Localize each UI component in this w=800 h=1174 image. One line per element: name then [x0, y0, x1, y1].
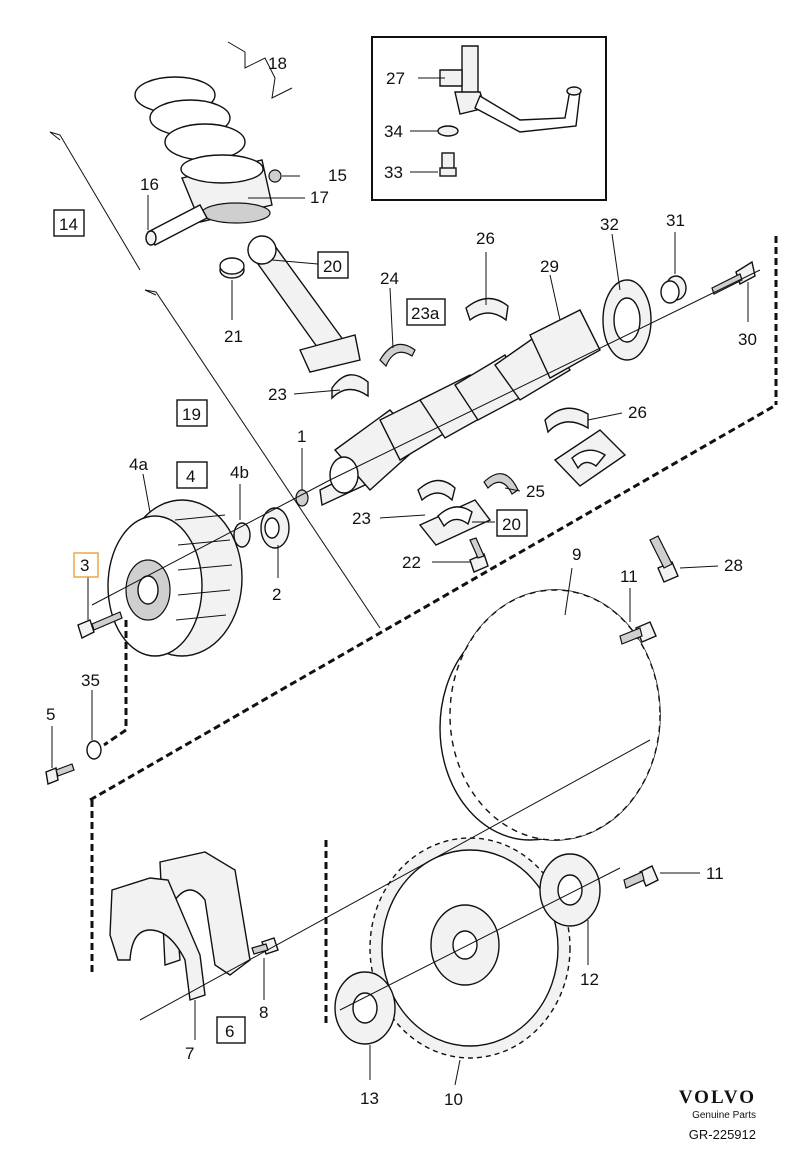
- box-6: [216, 1016, 246, 1044]
- label-16: 16: [140, 175, 159, 194]
- flywheel-9[interactable]: [439, 589, 661, 841]
- box-19: [176, 399, 208, 427]
- label-24: 24: [380, 269, 399, 288]
- crankshaft-29[interactable]: [319, 309, 601, 507]
- piston-pin-16[interactable]: [145, 204, 208, 246]
- label-1: 1: [297, 427, 306, 446]
- label-11-upper: 11: [620, 567, 638, 586]
- label-12: 12: [580, 970, 599, 989]
- box-14: [53, 209, 85, 237]
- thrust-washer-24[interactable]: [379, 343, 416, 368]
- leader-lines: [49, 41, 761, 1086]
- bolt-30[interactable]: [711, 260, 756, 295]
- label-30: 30: [738, 330, 757, 349]
- label-26-upper: 26: [476, 229, 495, 248]
- box-20-upper: [317, 251, 349, 279]
- label-31: 31: [666, 211, 685, 230]
- rear-cover-7[interactable]: [109, 851, 251, 1001]
- label-20-upper: 20: [323, 257, 342, 276]
- label-6: 6: [225, 1022, 234, 1041]
- piston-rings-18[interactable]: [134, 76, 246, 161]
- label-11-lower: 11: [706, 864, 724, 883]
- bearing-cap-20[interactable]: [418, 499, 492, 546]
- oil-jet-part[interactable]: [439, 45, 582, 133]
- washer-35[interactable]: [86, 740, 102, 760]
- label-23-upper: 23: [268, 385, 287, 404]
- piston-17[interactable]: [180, 154, 273, 224]
- bearing-cap-26[interactable]: [553, 429, 627, 487]
- washer-4b[interactable]: [233, 522, 251, 548]
- label-23a: 23a: [411, 304, 440, 323]
- label-20-lower: 20: [502, 515, 521, 534]
- bearing-shell-23-upper[interactable]: [331, 374, 369, 400]
- bolt-5[interactable]: [45, 763, 75, 785]
- bearing-shell-26-lower[interactable]: [544, 407, 589, 434]
- box-3: [73, 552, 99, 578]
- label-25: 25: [526, 482, 545, 501]
- label-7: 7: [185, 1044, 194, 1063]
- bolt-11-upper[interactable]: [619, 621, 657, 645]
- label-13: 13: [360, 1089, 379, 1108]
- bolt-33[interactable]: [439, 152, 457, 177]
- pulley-bolt-3[interactable]: [77, 611, 123, 639]
- bolt-22[interactable]: [469, 537, 489, 573]
- brand-subtitle: Genuine Parts: [692, 1110, 756, 1121]
- bolt-28[interactable]: [649, 535, 679, 583]
- label-17: 17: [310, 188, 329, 207]
- volvo-logo: VOLVO: [678, 1087, 756, 1108]
- label-5: 5: [46, 705, 55, 724]
- label-23-lower: 23: [352, 509, 371, 528]
- label-27: 27: [386, 69, 405, 88]
- label-19: 19: [182, 405, 201, 424]
- label-4a: 4a: [129, 455, 148, 474]
- connecting-rod-20[interactable]: [246, 235, 361, 373]
- label-14: 14: [59, 215, 78, 234]
- diagram-reference: GR-225912: [688, 1127, 756, 1142]
- crankshaft-pulley-4a[interactable]: [107, 499, 243, 657]
- label-18: 18: [268, 54, 287, 73]
- label-10: 10: [444, 1090, 463, 1109]
- label-8: 8: [259, 1003, 268, 1022]
- dashed-frame-lines: [89, 236, 778, 1025]
- label-33: 33: [384, 163, 403, 182]
- brand-block: VOLVO Genuine Parts GR-225912: [679, 1087, 756, 1142]
- oil-jet-inset-frame: [371, 36, 607, 201]
- box-23a: [406, 298, 446, 326]
- box-20-lower: [496, 509, 528, 537]
- rear-seal-flange-32[interactable]: [602, 279, 652, 361]
- label-35: 35: [81, 671, 100, 690]
- plate-12[interactable]: [539, 853, 601, 927]
- washer-34[interactable]: [437, 125, 459, 137]
- bolt-11-lower[interactable]: [623, 865, 659, 889]
- label-29: 29: [540, 257, 559, 276]
- box-4: [176, 461, 208, 489]
- circlip-15[interactable]: [268, 169, 282, 183]
- flexplate-10[interactable]: [369, 837, 571, 1059]
- label-26-lower: 26: [628, 403, 647, 422]
- bushing-31[interactable]: [660, 275, 687, 304]
- label-9: 9: [572, 545, 581, 564]
- label-4b: 4b: [230, 463, 249, 482]
- label-21: 21: [224, 327, 243, 346]
- label-22: 22: [402, 553, 421, 572]
- timing-gear-2[interactable]: [260, 507, 290, 549]
- bushing-21[interactable]: [219, 257, 245, 279]
- bearing-shell-23-lower[interactable]: [417, 479, 456, 502]
- label-15: 15: [328, 166, 347, 185]
- bolt-8[interactable]: [251, 937, 279, 955]
- label-34: 34: [384, 122, 403, 141]
- bearing-shell-26-upper[interactable]: [465, 297, 509, 322]
- label-28: 28: [724, 556, 743, 575]
- label-3: 3: [80, 556, 89, 575]
- thrust-washer-25[interactable]: [483, 473, 519, 495]
- label-4: 4: [186, 467, 195, 486]
- label-32: 32: [600, 215, 619, 234]
- label-2: 2: [272, 585, 281, 604]
